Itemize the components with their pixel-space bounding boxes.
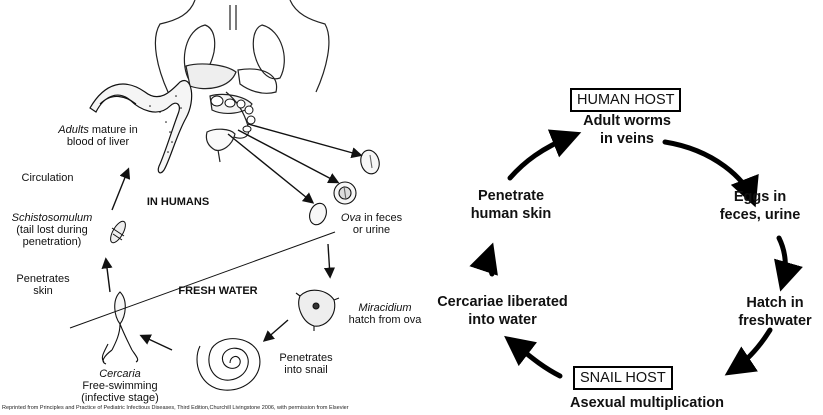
miracidium-label: Miracidium hatch from ova — [344, 302, 426, 326]
human-host-box: HUMAN HOST — [570, 88, 681, 112]
credit-line: Reprinted from Principles and Practice o… — [2, 405, 349, 411]
cercaria-label: Cercaria Free-swimming (infective stage) — [80, 368, 160, 404]
miracidium-drawing — [296, 290, 339, 331]
schistosomulum-label: Schistosomulum (tail lost during penetra… — [2, 212, 102, 248]
cycle-circle-arrows — [489, 136, 785, 376]
fresh-water-label: FRESH WATER — [168, 285, 268, 297]
adults-label: Adults mature in blood of liver — [48, 124, 148, 148]
cercaria-drawing — [102, 292, 137, 364]
asexual-label: Asexual multiplication — [552, 394, 742, 412]
snail-host-box: SNAIL HOST — [573, 366, 673, 390]
in-humans-label: IN HUMANS — [138, 196, 218, 208]
ova-label: Ova in feces or urine — [334, 212, 409, 236]
snail-drawing — [197, 339, 260, 391]
circulation-label: Circulation — [15, 172, 80, 184]
schistosomulum-drawing — [108, 219, 129, 245]
